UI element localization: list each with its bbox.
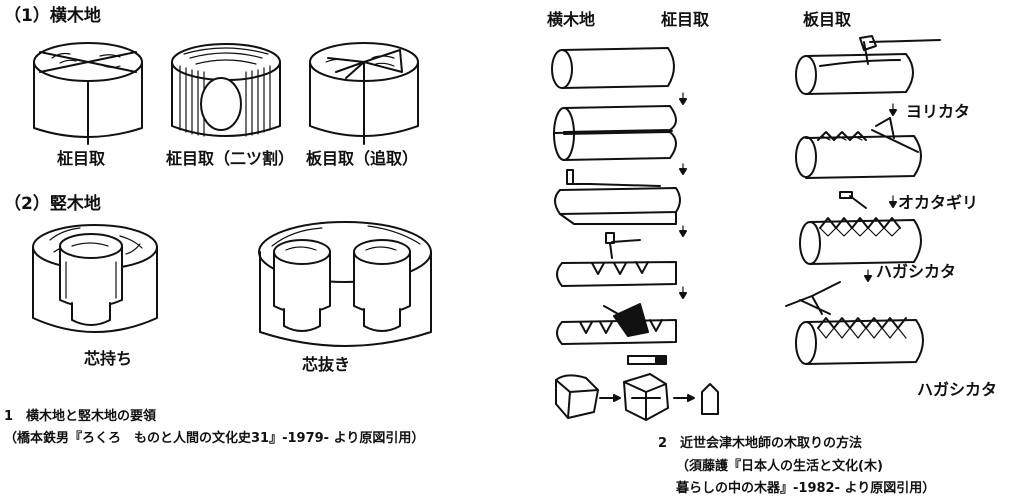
tatekiji-shinmochi-illustration — [32, 224, 158, 333]
col1-heading-masame: 柾目取 — [661, 10, 710, 29]
label-masame: 柾目取 — [57, 149, 106, 168]
label-masame-futatsuwari: 柾目取（二ツ割） — [166, 149, 295, 168]
figure2-source-line2: 暮らしの中の木器』-1982- より原図引用） — [676, 481, 936, 496]
cylinder-masame-illustration — [33, 42, 143, 145]
label-itame-oitori: 板目取（追取） — [306, 149, 419, 168]
itame-process-illustration — [785, 35, 941, 365]
section2-heading: （2）竪木地 — [4, 194, 101, 214]
label-shinmochi: 芯持ち — [84, 349, 133, 368]
step-label-okatagiri: オカタギリ — [898, 193, 979, 212]
figure2-source-line1: （須藤護『日本人の生活と文化(木) — [676, 459, 883, 474]
figure1-caption: 1 横木地と竪木地の要領 — [4, 409, 157, 424]
figure1-source: （橋本鉄男『ろくろ ものと人間の文化史31』-1979- より原図引用） — [4, 431, 425, 446]
masame-process-illustration — [551, 47, 719, 421]
step-label-hagashikata-2: ハガシカタ — [917, 380, 998, 399]
section1-heading: （1）横木地 — [4, 6, 101, 26]
cylinder-itame-illustration — [309, 42, 419, 145]
col1-heading-yokokiji: 横木地 — [547, 10, 596, 29]
tatekiji-shinnuki-illustration — [258, 221, 432, 347]
figure2-caption: 2 近世会津木地師の木取りの方法 — [658, 436, 863, 451]
cylinder-futatsuwari-illustration — [171, 43, 281, 137]
label-shinnuki: 芯抜き — [302, 355, 351, 374]
step-label-hagashikata-1: ハガシカタ — [876, 262, 957, 281]
col2-heading-itame: 板目取 — [803, 10, 852, 29]
step-label-yorikata: ヨリカタ — [906, 102, 971, 121]
